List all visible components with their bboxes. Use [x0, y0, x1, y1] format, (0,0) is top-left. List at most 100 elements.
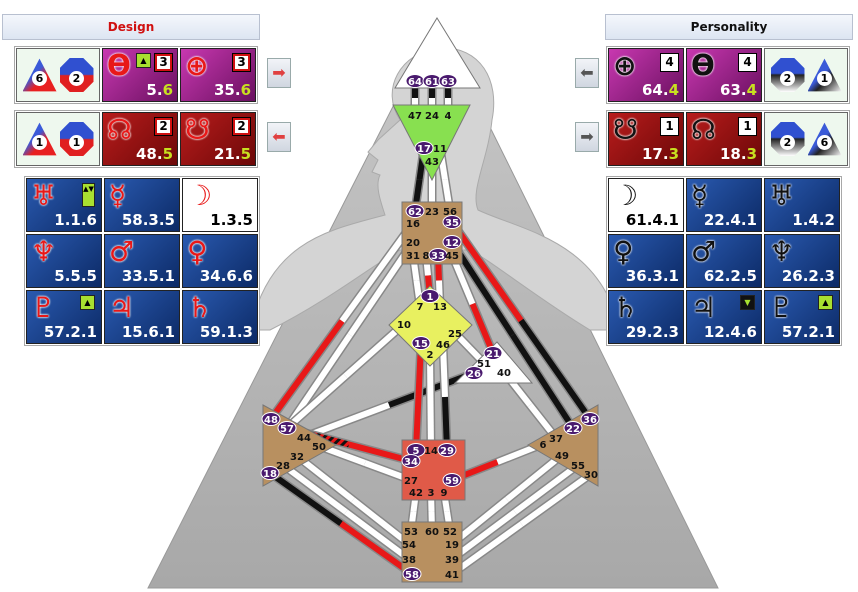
- gate-number: 48.: [135, 145, 163, 163]
- sun-icon: ϴ: [691, 49, 715, 82]
- channel-15-5: [411, 342, 426, 451]
- gate-marker: [260, 466, 280, 480]
- gate-52: 52: [443, 527, 457, 538]
- line-badge: 2: [232, 117, 251, 136]
- gate-54: 54: [402, 540, 416, 551]
- planet-neptune[interactable]: ♆5.5.5: [26, 234, 102, 288]
- planet-mars[interactable]: ♂62.2.5: [686, 234, 762, 288]
- gate-32: 32: [290, 452, 304, 463]
- gate-46: 46: [436, 340, 450, 351]
- line-badge: 3: [154, 53, 173, 72]
- planet-saturn[interactable]: ♄29.2.3: [608, 290, 684, 344]
- line-badge: 3: [232, 53, 251, 72]
- activation-value: 64.4: [642, 81, 679, 99]
- gate-21: 21: [486, 349, 500, 360]
- gate-marker: [428, 248, 448, 262]
- gate-25: 25: [448, 329, 462, 340]
- planet-jupiter[interactable]: ♃▼12.4.6: [686, 290, 762, 344]
- planet-value: 62.2.5: [703, 267, 757, 285]
- activation-value: 48.5: [136, 145, 173, 163]
- planet-uranus[interactable]: ♅1.4.2: [764, 178, 840, 232]
- gate-63: 63: [441, 77, 455, 88]
- planet-jupiter[interactable]: ♃15.6.1: [104, 290, 180, 344]
- line-number: 3: [746, 145, 757, 163]
- planet-value: 29.2.3: [625, 323, 679, 341]
- gate-10: 10: [397, 320, 411, 331]
- line-number: 6: [162, 81, 173, 99]
- gate-2: 2: [427, 350, 434, 361]
- planet-uranus[interactable]: ♅▲▼1.1.6: [26, 178, 102, 232]
- gate-41: 41: [445, 570, 459, 581]
- octagon-number: 1: [69, 134, 84, 150]
- gate-50: 50: [312, 442, 326, 453]
- triangle-number: 6: [817, 134, 832, 150]
- planet-moon[interactable]: ☽1.3.5: [182, 178, 258, 232]
- sun-icon: ϴ: [107, 49, 131, 82]
- gate-number: 63.: [719, 81, 747, 99]
- gate-marker: [414, 141, 434, 155]
- channel-half-16: [339, 221, 416, 323]
- channel-30-41: [449, 470, 594, 578]
- planet-saturn[interactable]: ♄59.1.3: [182, 290, 258, 344]
- gate-35: 35: [445, 218, 459, 229]
- channel-half-30: [519, 471, 593, 527]
- planet-mercury[interactable]: ☿58.3.5: [104, 178, 180, 232]
- activation-value: 63.4: [720, 81, 757, 99]
- gate-57: 57: [280, 424, 294, 435]
- planet-pluto[interactable]: ♇▲57.2.1: [26, 290, 102, 344]
- activation-value: 18.3: [720, 145, 757, 163]
- mars-icon: ♂: [691, 235, 717, 268]
- planet-moon[interactable]: ☽61.4.1: [608, 178, 684, 232]
- saturn-icon: ♄: [613, 291, 639, 324]
- planet-value: 34.6.6: [199, 267, 253, 285]
- gate-56: 56: [443, 207, 457, 218]
- earth-icon: ⊕: [613, 49, 637, 82]
- design-nav-button[interactable]: ⬅: [267, 122, 291, 152]
- octagon-icon: 2: [770, 58, 805, 92]
- triangle-icon: 1: [807, 58, 842, 92]
- planet-pluto[interactable]: ♇▲57.2.1: [764, 290, 840, 344]
- design-nav-button[interactable]: ➡: [267, 58, 291, 88]
- line-number: 6: [240, 81, 251, 99]
- centers: [262, 17, 599, 583]
- gate-26: 26: [467, 369, 481, 380]
- planet-mars[interactable]: ♂33.5.1: [104, 234, 180, 288]
- gate-marker: [277, 421, 297, 435]
- planet-value: 12.4.6: [703, 323, 757, 341]
- gate-31: 31: [406, 251, 420, 262]
- planet-venus[interactable]: ♀36.3.1: [608, 234, 684, 288]
- planet-venus[interactable]: ♀34.6.6: [182, 234, 258, 288]
- channel-half-21: [469, 302, 496, 355]
- activation-value: 35.6: [214, 81, 251, 99]
- arrow-up-icon: ▲: [136, 53, 151, 68]
- personality-nav-button[interactable]: ➡: [575, 122, 599, 152]
- personality-planets: ☽61.4.1☿22.4.1♅1.4.2♀36.3.1♂62.2.5♆26.2.…: [606, 176, 842, 346]
- planet-neptune[interactable]: ♆26.2.3: [764, 234, 840, 288]
- pluto-icon: ♇: [31, 291, 57, 324]
- planet-value: 36.3.1: [625, 267, 679, 285]
- channel-half-41: [450, 521, 524, 577]
- gate-marker: [401, 454, 421, 468]
- gate-number: 64.: [641, 81, 669, 99]
- gate-16: 16: [406, 219, 420, 230]
- gate-15: 15: [414, 339, 428, 350]
- personality-nav-button[interactable]: ⬅: [575, 58, 599, 88]
- triangle-number: 1: [817, 70, 832, 86]
- gate-39: 39: [445, 555, 459, 566]
- channel-half-55: [513, 462, 580, 515]
- gate-marker: [464, 366, 484, 380]
- planet-mercury[interactable]: ☿22.4.1: [686, 178, 762, 232]
- line-number: 4: [746, 81, 757, 99]
